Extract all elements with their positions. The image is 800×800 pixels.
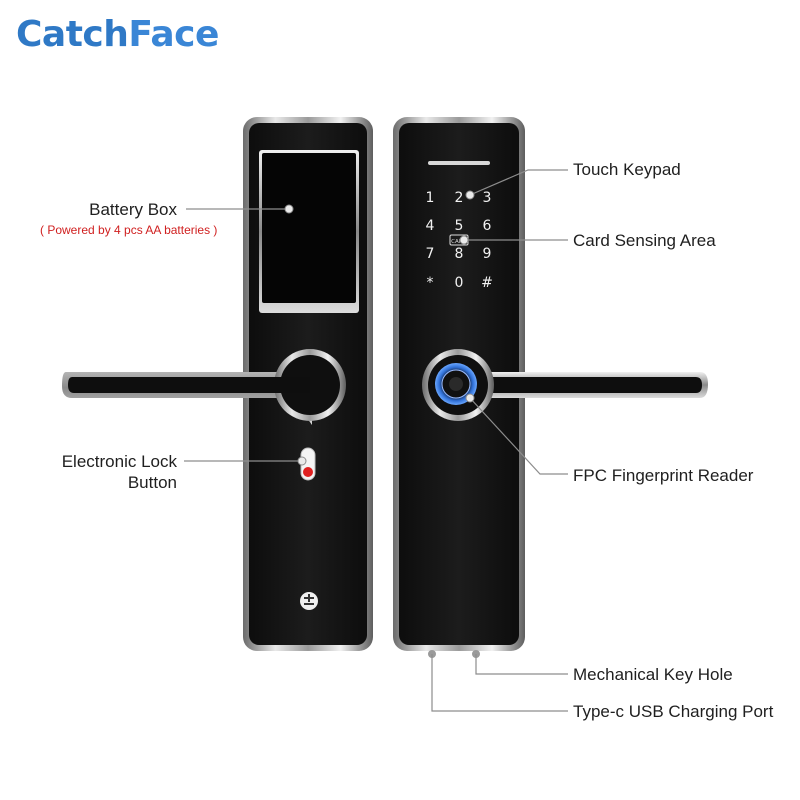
- keypad-key-2[interactable]: 2: [455, 190, 464, 206]
- keypad-key-0[interactable]: 0: [455, 275, 464, 291]
- fingerprint-reader-label: FPC Fingerprint Reader: [573, 466, 754, 485]
- card-sensing-label: Card Sensing Area: [573, 231, 716, 250]
- touch-keypad[interactable]: 1 2 3 4 5 6 7 8 9 * 0 #: [426, 190, 493, 291]
- brand-logo-part1: Catch: [16, 14, 129, 55]
- back-handle[interactable]: [62, 349, 346, 425]
- keypad-key-8[interactable]: 8: [455, 246, 464, 262]
- keypad-key-4[interactable]: 4: [426, 218, 435, 234]
- fingerprint-reader[interactable]: [435, 363, 477, 405]
- keypad-key-6[interactable]: 6: [483, 218, 492, 234]
- card-icon-label: CARD: [451, 239, 467, 245]
- electronic-lock-button[interactable]: [300, 447, 316, 481]
- battery-note-label: ( Powered by 4 pcs AA batteries ): [40, 223, 218, 237]
- keypad-key-1[interactable]: 1: [426, 190, 435, 206]
- usb-port-label: Type-c USB Charging Port: [573, 702, 774, 721]
- electronic-lock-label-line1: Electronic Lock: [61, 452, 177, 471]
- callout-dots: [284, 190, 475, 466]
- keypad-key-5[interactable]: 5: [455, 218, 464, 234]
- lock-button-indicator: [303, 467, 313, 477]
- battery-box[interactable]: [259, 150, 359, 313]
- brand-logo: CatchFace: [16, 14, 219, 55]
- callout-lines: [184, 169, 568, 712]
- keypad-key-star[interactable]: *: [427, 275, 434, 291]
- electronic-lock-label-line2: Button: [127, 473, 177, 492]
- brand-logo-part2: Face: [128, 14, 219, 55]
- keypad-key-9[interactable]: 9: [483, 246, 492, 262]
- keypad-light-bar: [428, 161, 490, 165]
- mechanical-key-hole-cover[interactable]: [300, 592, 318, 610]
- mechanical-key-hole-label: Mechanical Key Hole: [573, 665, 733, 684]
- touch-keypad-label: Touch Keypad: [573, 160, 681, 179]
- keypad-key-hash[interactable]: #: [481, 275, 493, 291]
- keypad-key-7[interactable]: 7: [426, 246, 435, 262]
- keypad-key-3[interactable]: 3: [483, 190, 492, 206]
- battery-box-label: Battery Box: [89, 200, 177, 219]
